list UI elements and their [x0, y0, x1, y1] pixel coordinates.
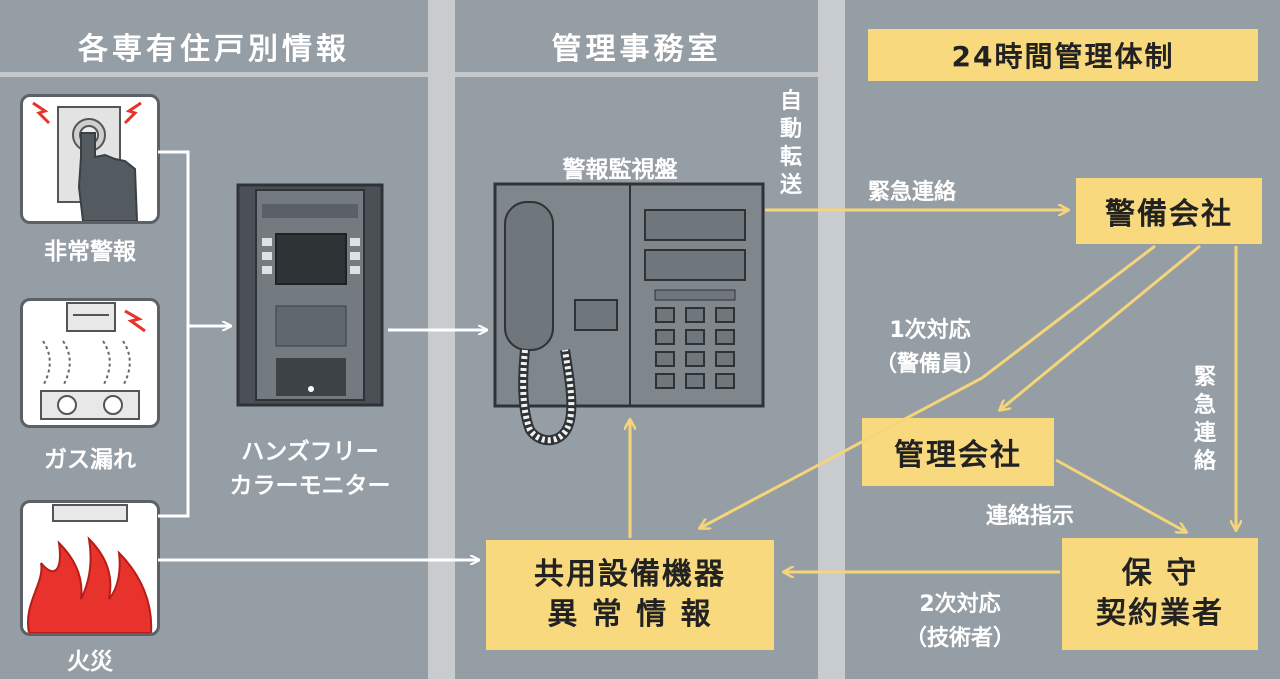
first-response-label: 1次対応: [889, 318, 971, 343]
emergency-alarm-card: [20, 94, 160, 224]
fire-card: [20, 500, 160, 636]
shared-line1: 共用設備機器: [534, 557, 726, 592]
gas-detector-icon: [40, 302, 146, 420]
fire-label: 火災: [67, 649, 113, 675]
gas-leak-label: ガス漏れ: [44, 447, 136, 473]
shared-equipment-box: 共用設備機器 異 常 情 報: [486, 540, 774, 650]
system-header: 24時間管理体制: [868, 29, 1258, 81]
monitor-label-line2: カラーモニター: [229, 473, 391, 499]
first-response-sub-label: （警備員）: [874, 352, 985, 377]
office-header: 管理事務室: [551, 32, 722, 67]
office-header-rule: [455, 72, 818, 77]
emergency-alarm-label: 非常警報: [44, 239, 136, 265]
emergency-contact-vertical-label: 緊急連絡: [1193, 365, 1216, 474]
maintenance-line1: 保 守: [1121, 556, 1199, 591]
alarm-button-icon: [32, 101, 142, 221]
second-response-label: 2次対応: [919, 592, 1001, 617]
instruction-label: 連絡指示: [986, 504, 1075, 529]
management-company-box: 管理会社: [862, 418, 1054, 486]
maintenance-contractor-box: 保 守 契約業者: [1062, 538, 1258, 650]
emergency-contact-label: 緊急連絡: [868, 180, 957, 205]
alarm-panel-label: 警報監視盤: [562, 157, 678, 183]
monitor-label-line1: ハンズフリー: [241, 439, 379, 465]
security-company-box: 警備会社: [1076, 178, 1262, 244]
maintenance-line2: 契約業者: [1096, 596, 1224, 631]
shared-line2: 異 常 情 報: [547, 597, 713, 632]
auto-transfer-label: 自動転送: [779, 89, 802, 198]
gas-leak-card: [20, 298, 160, 428]
fire-icon: [26, 504, 153, 633]
residence-header-rule: [0, 72, 428, 77]
second-response-sub-label: （技術者）: [904, 626, 1015, 651]
residence-header: 各専有住戸別情報: [78, 32, 350, 67]
